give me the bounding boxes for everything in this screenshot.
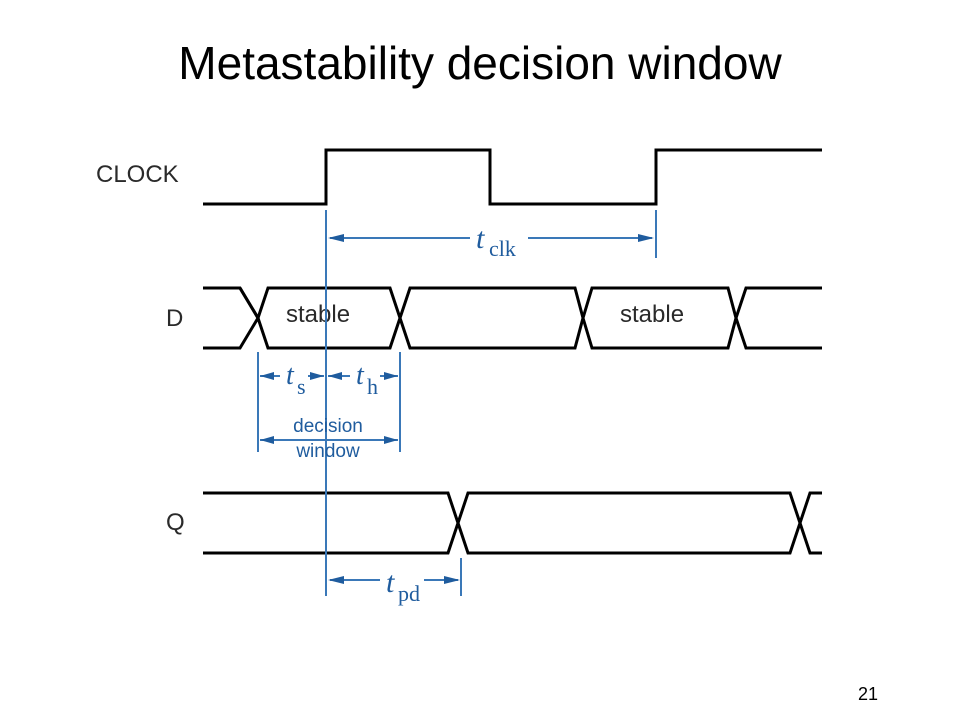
tclk-dimension — [328, 234, 654, 242]
tpd-sub: pd — [398, 581, 420, 606]
tpd-dimension — [328, 576, 460, 584]
decision-window-dimension — [260, 436, 398, 444]
th-sub: h — [367, 374, 378, 399]
decision-window-line2: window — [295, 441, 360, 462]
d-stable-label-1: stable — [286, 301, 350, 328]
d-label: D — [166, 305, 183, 332]
page-number: 21 — [857, 684, 878, 704]
slide-title: Metastability decision window — [178, 37, 782, 89]
clock-label: CLOCK — [96, 161, 179, 188]
q-waveform — [203, 491, 822, 555]
clock-waveform — [203, 148, 822, 206]
ts-sub: s — [297, 374, 306, 399]
d-waveform — [203, 286, 822, 350]
tclk-sub: clk — [489, 236, 516, 261]
th-t: t — [356, 360, 365, 391]
q-label: Q — [166, 509, 185, 536]
tclk-t: t — [476, 222, 485, 255]
ts-dimension — [260, 372, 324, 380]
th-dimension — [328, 372, 398, 380]
tpd-t: t — [386, 566, 395, 599]
d-stable-label-2: stable — [620, 301, 684, 328]
ts-t: t — [286, 360, 295, 391]
decision-window-line1: decision — [293, 416, 363, 437]
